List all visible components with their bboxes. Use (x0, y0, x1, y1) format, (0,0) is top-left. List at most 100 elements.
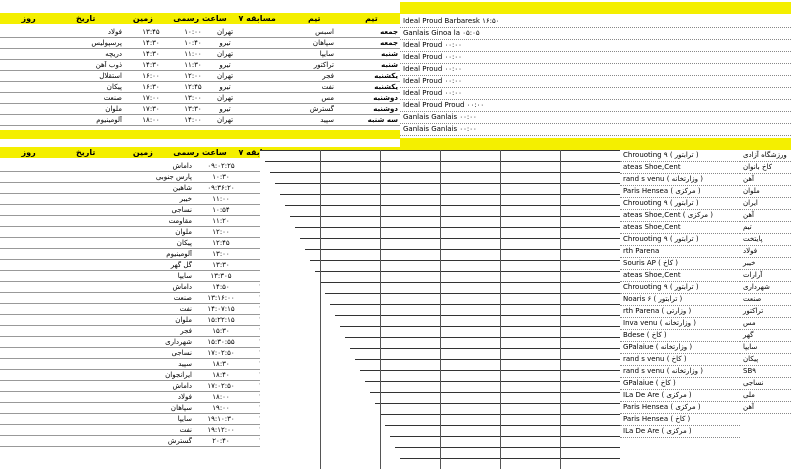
grid-line (285, 205, 620, 206)
note-item: شهرداری (740, 282, 791, 294)
cell-time: ۱۴:۳۰ (142, 49, 160, 58)
cell-match: نساجی (171, 348, 193, 357)
venue-item: GPalaiue ( وزارتخانه ) (620, 342, 740, 354)
grid-line (350, 348, 620, 349)
header-cell: ساعت رسمی (173, 148, 227, 157)
cell-time: ۱۹:۱۲:۰۰ (207, 425, 235, 434)
grid-line (300, 238, 620, 239)
cell-team: فجر (322, 71, 334, 80)
highlight-band (0, 130, 400, 139)
grid-line (325, 293, 620, 294)
cell-match: پرسپولیس (91, 38, 122, 47)
venue-item: Noaris ۶ ( ترابتور ) (620, 294, 740, 306)
cell-date: ۱۲:۴۵ (184, 82, 202, 91)
venue-item: rand s venu ( کاخ ) (620, 354, 740, 366)
top-right-row: Ideal Proud ۰۰:۰۰ (400, 88, 791, 100)
grid-line (305, 249, 620, 250)
cell-time: ۱۸:۰۰ (142, 115, 160, 124)
note-item: نساجی (740, 378, 791, 390)
top-right-row: Ideal Proud Barbaresk ۱۶:۵۰ (400, 16, 791, 28)
grid-line (320, 282, 620, 283)
cell-match: پیکان (106, 82, 122, 91)
top-right-row: Ideal Proud ۰۰:۰۰ (400, 52, 791, 64)
cell-match: پیکان (176, 238, 192, 247)
note-item: پیکان (740, 354, 791, 366)
cell-field: تهران (216, 115, 234, 124)
cell-field: تهران (216, 27, 234, 36)
grid-line (310, 260, 620, 261)
cell-field: تیرو (219, 82, 231, 91)
top-right-row: Ganlais Ganlais ۰۰:۰۰ (400, 124, 791, 136)
cell-time: ۱۶:۳۰ (142, 82, 160, 91)
grid-column-line (380, 150, 381, 469)
cell-day: جمعه (380, 38, 398, 47)
venue-item: Inva venu ( وزارتخانه ) (620, 318, 740, 330)
cell-match: نفت (179, 304, 192, 313)
header-cell: تیم (365, 14, 378, 23)
cell-time: ۱۶:۰۰ (142, 71, 160, 80)
header-cell: تیم (308, 14, 321, 23)
cell-time: ۰۹:۳۶:۲۰ (207, 183, 235, 192)
venue-item: rth Parena (620, 246, 740, 258)
grid-line (395, 447, 620, 448)
venue-item: ateas Shoe,Cent (620, 222, 740, 234)
cell-match: نساجی (171, 205, 193, 214)
header-cell: زمین (132, 14, 153, 23)
grid-line (400, 458, 620, 459)
top-right-row: Ideal Proud ۰۰:۰۰ (400, 64, 791, 76)
note-item: SB۹ (740, 366, 791, 378)
cell-match: داماش (172, 161, 193, 170)
venue-item: Chrouoting ۹ ( ترابتور ) (620, 198, 740, 210)
cell-match: فولاد (107, 27, 122, 36)
cell-time: ۱۵:۳۰ (212, 326, 230, 335)
grid-line (340, 326, 620, 327)
cell-time: ۱۱:۲۰ (212, 216, 230, 225)
cell-time: ۱۳:۳۰۵ (210, 271, 232, 280)
cell-time: ۱۳:۰۰ (212, 249, 230, 258)
cell-field: تهران (216, 49, 234, 58)
cell-match: گسترش (167, 436, 192, 445)
cell-field: تیرو (219, 38, 231, 47)
cell-date: ۱۰:۴۰ (184, 38, 202, 47)
cell-match: مقاومت (168, 216, 192, 225)
cell-date: ۱۳:۰۰ (184, 93, 202, 102)
grid-line (270, 172, 620, 173)
cell-time: ۱۰:۵۴ (212, 205, 230, 214)
top-right-row: Ganlais Ganlais ۰۰:۰۰ (400, 112, 791, 124)
cell-match: فجر (180, 326, 192, 335)
venue-item: Paris Hensea ( مرکزی ) (620, 402, 740, 414)
cell-match: ایرانجوان (165, 370, 192, 379)
cell-match: داماش (172, 282, 193, 291)
cell-time: ۱۳:۴۵ (142, 27, 160, 36)
venue-item: rth Parena ( وزارتی ) (620, 306, 740, 318)
grid-line (345, 337, 620, 338)
venue-item: Souris AP ( کاخ ) (620, 258, 740, 270)
cell-time: ۱۴:۳۰ (142, 60, 160, 69)
grid-line (315, 271, 620, 272)
venue-item: ateas Shoe,Cent (620, 162, 740, 174)
cell-time: ۱۱:۰۰ (212, 194, 230, 203)
top-right-row: Ideal Proud ۰۰:۰۰ (400, 40, 791, 52)
top-right-row: Ideal Proud Proud ۰۰:۰۰ (400, 100, 791, 112)
cell-date: ۱۴:۰۰ (184, 115, 202, 124)
venue-item: Paris Hensea ( کاخ ) (620, 414, 740, 426)
cell-team: سایپا (319, 49, 334, 58)
cell-day: جمعه (380, 27, 398, 36)
cell-match: سپید (178, 359, 192, 368)
header-cell: روز (21, 14, 36, 23)
venue-item: Paris Hensea ( مرکزی ) (620, 186, 740, 198)
cell-match: داماش (172, 381, 193, 390)
cell-day: دوشنبه (373, 93, 398, 102)
highlight-band (400, 138, 791, 150)
highlight-band (400, 2, 791, 14)
cell-time: ۱۷:۰۲:۵۰ (207, 348, 235, 357)
cell-time: ۱۷:۳۰ (142, 104, 160, 113)
grid-column-line (320, 150, 321, 469)
note-item: ملوان (740, 186, 791, 198)
venue-item: ateas Shoe,Cent ( مرکزی ) (620, 210, 740, 222)
